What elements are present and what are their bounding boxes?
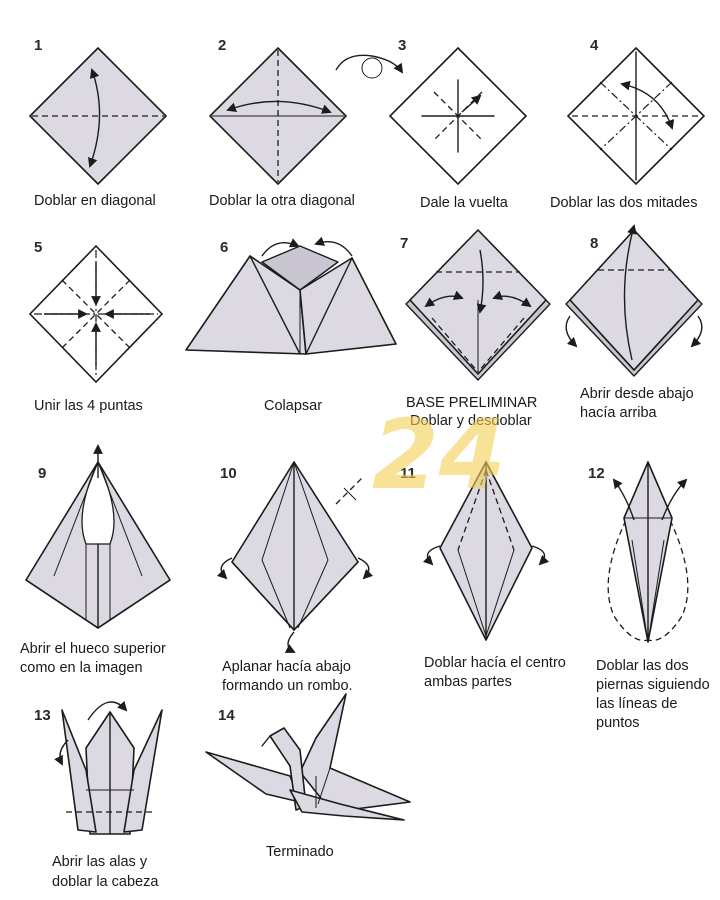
- fold-arrow: [88, 68, 101, 168]
- step-number: 4: [590, 37, 599, 54]
- step-10: 10 Aplanar hacía abajo formando un rombo…: [216, 461, 374, 694]
- step-number: 1: [34, 37, 42, 54]
- step-number: 2: [218, 37, 226, 54]
- paper-top-opening: [261, 245, 339, 291]
- step-13: 13 Abrir las alas y doblar la cabeza: [34, 700, 163, 890]
- step-caption: Doblar la otra diagonal: [209, 193, 355, 209]
- step-12: 12 Doblar las dos piernas siguiendo las …: [588, 461, 714, 731]
- step-7: 7 BASE PRELIMINAR Doblar y desdoblar: [400, 229, 551, 429]
- step-6: 6 Colapsar: [185, 236, 397, 414]
- step-caption: Terminado: [266, 844, 334, 860]
- step-caption: BASE PRELIMINAR Doblar y desdoblar: [406, 395, 541, 429]
- step-number: 11: [400, 465, 416, 482]
- step-caption: Abrir el hueco superior como en la image…: [20, 641, 170, 676]
- bird-base-diamond: [231, 461, 359, 631]
- step-14: 14 Terminado: [205, 693, 411, 860]
- step-8: 8 Abrir desde abajo hacía arriba: [565, 224, 703, 421]
- step-number: 9: [38, 465, 46, 482]
- step-caption: Abrir desde abajo hacía arriba: [580, 386, 698, 421]
- step-9: 9 Abrir el hueco superior como en la ima…: [20, 444, 171, 676]
- crane-neck: [61, 709, 97, 833]
- step-caption: Unir las 4 puntas: [34, 398, 143, 414]
- step-number: 8: [590, 235, 598, 252]
- step-caption: Doblar las dos piernas siguiendo las lín…: [596, 658, 714, 731]
- step-11: 11 Doblar hacía el centro ambas partes: [400, 461, 570, 690]
- step-caption: Doblar en diagonal: [34, 193, 156, 209]
- turn-over-icon: [335, 54, 404, 79]
- crane-tail-wing: [289, 789, 405, 821]
- step-number: 6: [220, 239, 228, 256]
- step-number: 3: [398, 37, 406, 54]
- step-number: 5: [34, 239, 42, 256]
- step-caption: Doblar hacía el centro ambas partes: [424, 655, 570, 690]
- step-number: 12: [588, 465, 605, 482]
- step-1: 1 Doblar en diagonal: [29, 37, 167, 209]
- step-number: 13: [34, 707, 51, 724]
- step-caption: Doblar las dos mitades: [550, 195, 698, 211]
- step-caption: Dale la vuelta: [420, 195, 509, 211]
- step-number: 7: [400, 235, 408, 252]
- step-2: 2 Doblar la otra diagonal: [209, 37, 355, 209]
- step-caption: Colapsar: [264, 398, 322, 414]
- step-5: 5 Unir las 4 puntas: [28, 239, 164, 414]
- step-4: 4 Doblar las dos mitades: [550, 37, 706, 211]
- step-caption: Abrir las alas y doblar la cabeza: [52, 854, 159, 890]
- step-3: 3 Dale la vuelta: [388, 37, 528, 211]
- fold-arrow: [461, 94, 482, 113]
- fold-arrow: [620, 80, 675, 130]
- crane-tail: [123, 709, 163, 833]
- step-number: 10: [220, 465, 237, 482]
- step-number: 14: [218, 707, 235, 724]
- fold-arrow: [226, 100, 332, 114]
- watermark-logo: 24: [372, 399, 506, 511]
- step-caption: Aplanar hacía abajo formando un rombo.: [222, 659, 355, 694]
